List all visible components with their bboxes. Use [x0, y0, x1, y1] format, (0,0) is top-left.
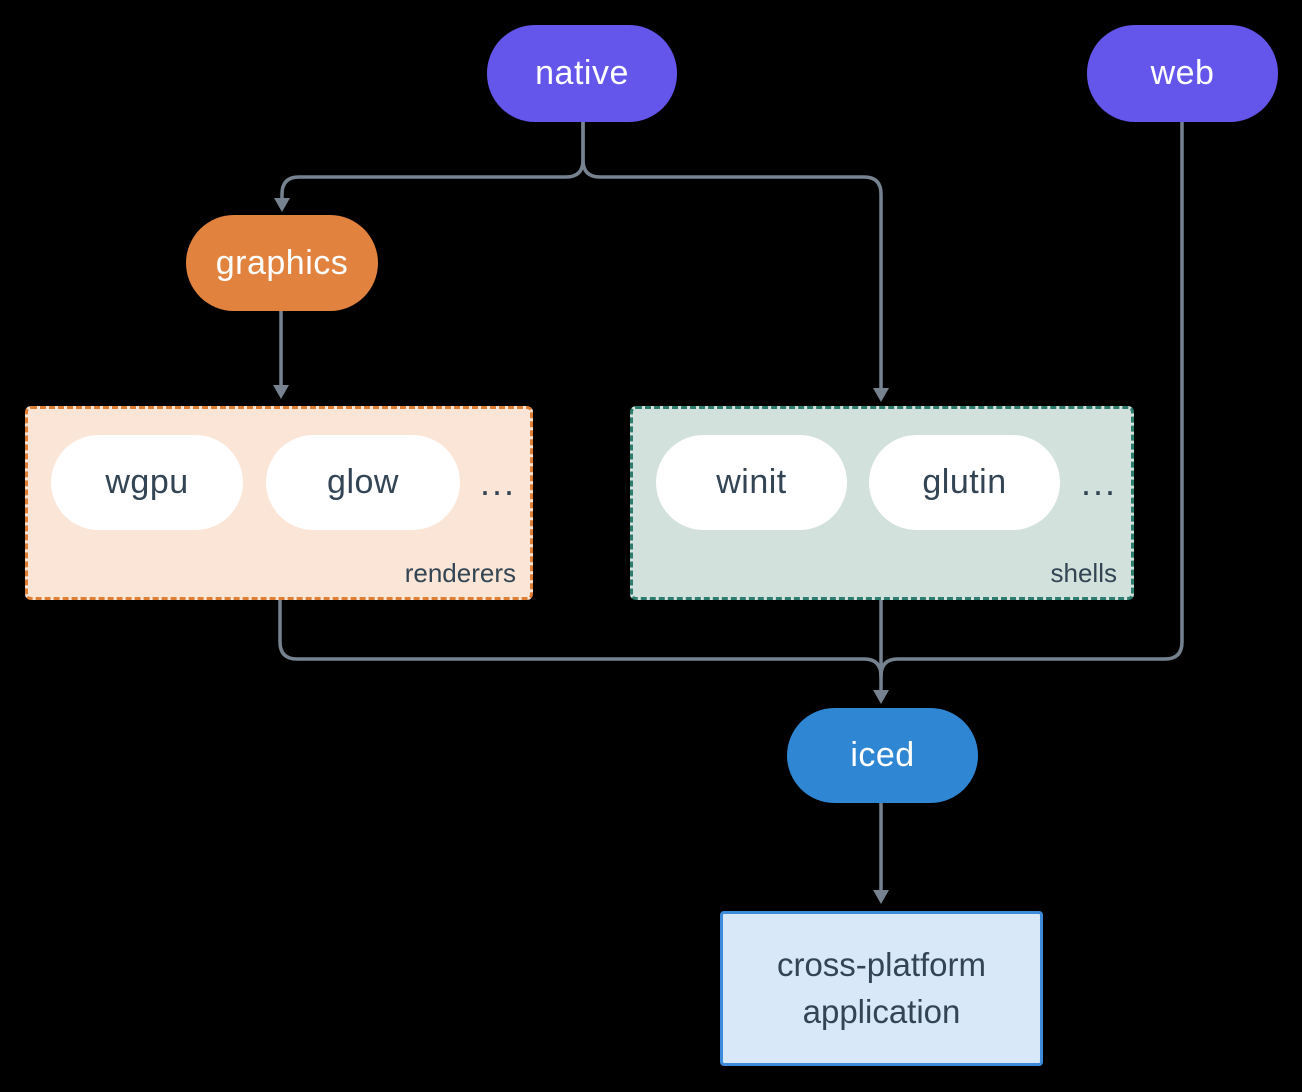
node-wgpu-label: wgpu	[105, 463, 189, 501]
node-wgpu: wgpu	[51, 435, 243, 530]
edge-renderers-merge	[278, 598, 883, 678]
shells-ellipsis: ...	[1081, 461, 1118, 503]
group-shells: winit glutin ... shells	[630, 406, 1134, 600]
node-application-label: cross-platform application	[776, 945, 987, 1030]
edge-native-shells	[581, 120, 883, 391]
edge-native-graphics	[280, 120, 585, 201]
node-native: native	[487, 25, 677, 122]
node-graphics: graphics	[186, 215, 378, 311]
arrowhead-application	[873, 890, 889, 904]
node-winit-label: winit	[716, 463, 787, 501]
node-glow: glow	[266, 435, 460, 530]
renderers-group-label: renderers	[404, 558, 516, 588]
arrowhead-shells	[873, 388, 889, 402]
node-glow-label: glow	[327, 463, 399, 501]
node-application: cross-platform application	[720, 911, 1043, 1066]
arrowhead-renderers	[273, 385, 289, 399]
node-glutin-label: glutin	[922, 463, 1007, 501]
shells-group-label: shells	[1050, 558, 1117, 588]
node-iced: iced	[787, 708, 978, 803]
node-graphics-label: graphics	[215, 243, 349, 282]
node-web: web	[1087, 25, 1278, 122]
arrowhead-graphics	[274, 198, 290, 212]
node-winit: winit	[656, 435, 847, 530]
arrowhead-iced	[873, 690, 889, 704]
node-native-label: native	[535, 54, 629, 92]
node-iced-label: iced	[850, 736, 915, 774]
node-glutin: glutin	[869, 435, 1060, 530]
group-renderers: wgpu glow ... renderers	[25, 406, 533, 600]
node-web-label: web	[1150, 54, 1215, 92]
renderers-ellipsis: ...	[480, 461, 517, 503]
